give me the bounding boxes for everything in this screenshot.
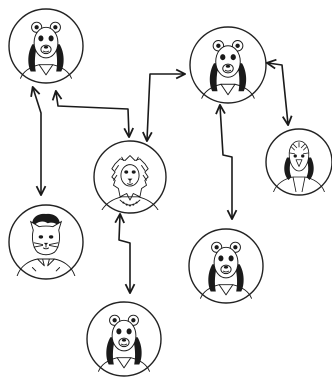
connector-n1-n3 [51, 89, 135, 139]
connector-layer [30, 58, 293, 295]
connector-n3-n2 [142, 68, 187, 143]
node-bear-woman-top-left [8, 8, 84, 84]
node-lion-woman-center [93, 140, 167, 214]
node-eagle-woman-right [265, 128, 332, 196]
node-bear-woman-bottom [86, 301, 162, 377]
node-bear-woman-top-right [189, 26, 267, 104]
connector-n1-n5 [30, 86, 47, 197]
connector-n2-n4 [265, 58, 293, 127]
node-bear-woman-bottom-right [188, 228, 264, 304]
node-layer [8, 8, 332, 377]
connector-n2-n6 [215, 103, 238, 221]
connector-n3-n7 [114, 212, 136, 295]
node-cat-man-bottom-left [8, 204, 84, 280]
